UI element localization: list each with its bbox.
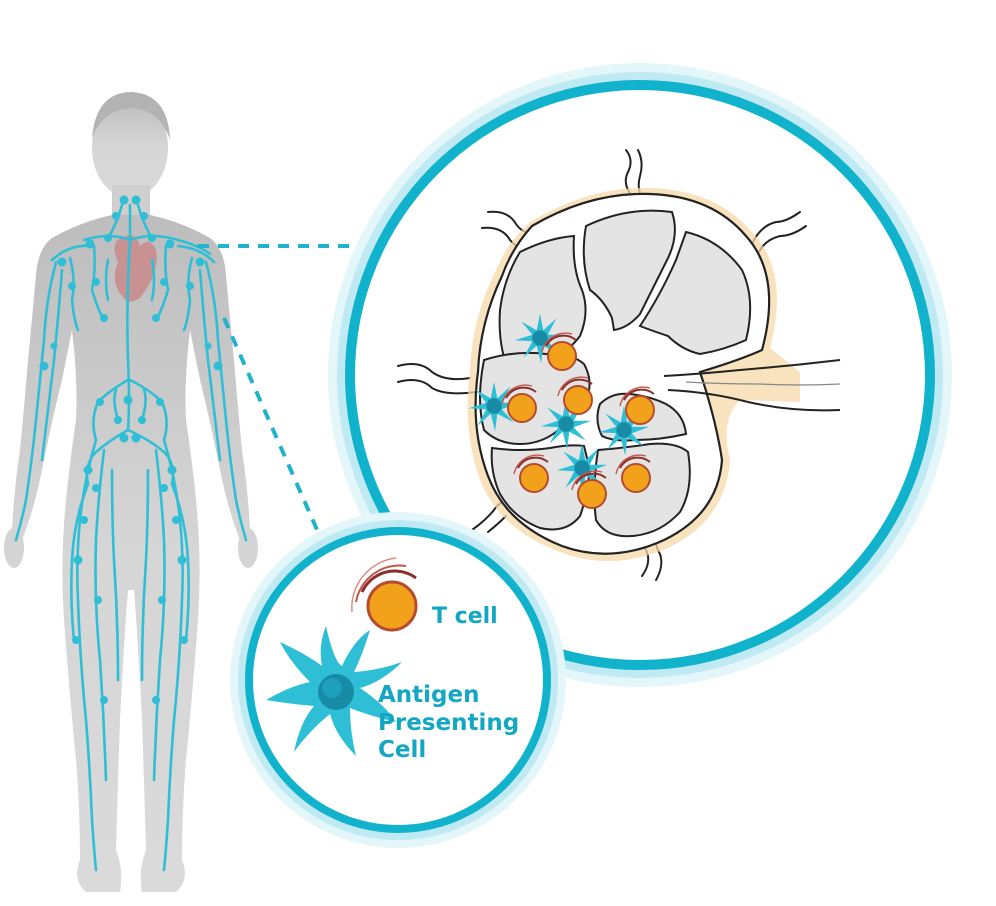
t-cell-icon [571, 470, 607, 509]
t-cell-icon [513, 454, 549, 493]
magnified-lymph-node [328, 63, 952, 687]
antigen-presenting-cell-icon [468, 381, 520, 432]
t-cell-icon [619, 386, 655, 425]
antigen-presenting-cell-icon [540, 399, 592, 450]
legend-circle [230, 512, 566, 848]
antigen-presenting-cell-icon [598, 405, 650, 456]
antigen-presenting-cell-label: Antigen Presenting Cell [378, 682, 538, 765]
antigen-presenting-cell-icon [556, 443, 608, 494]
apc-label-line-1: Antigen [378, 682, 480, 708]
t-cell-icon [557, 376, 593, 415]
connector-lines [198, 244, 356, 533]
t-cell-icon [541, 332, 577, 371]
antigen-presenting-cell-icon [266, 626, 402, 756]
apc-label-line-3: Cell [378, 737, 427, 764]
efferent-vessel [663, 359, 841, 412]
node-cells [468, 313, 655, 509]
lymph-node-dots [39, 195, 223, 704]
t-cell-icon [501, 384, 537, 423]
t-cell-icon [615, 454, 651, 493]
t-cell-label: T cell [432, 604, 498, 629]
heart-icon [114, 235, 157, 302]
antigen-presenting-cell-icon [514, 313, 566, 364]
t-cell-icon [351, 557, 418, 632]
apc-label-line-2: Presenting [378, 709, 520, 736]
